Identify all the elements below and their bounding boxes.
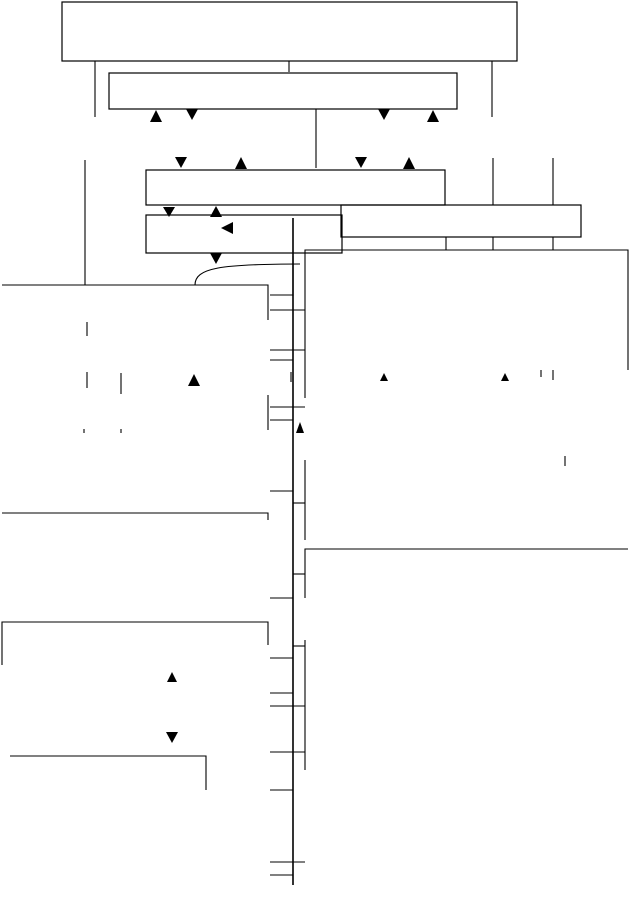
trunk-up-arrow [296, 422, 304, 433]
second-box-down-arrow-2 [378, 109, 390, 120]
middle-box [145, 169, 446, 206]
trunk-arrows [270, 294, 305, 876]
middle-box-down-arrow-1 [175, 157, 187, 168]
second-box-down-arrow-1 [186, 109, 198, 120]
small-box-up-arrow [210, 206, 222, 217]
small-left-box [145, 214, 343, 254]
left-lower-small-box [10, 755, 207, 790]
right-lower-panel [304, 548, 628, 598]
left-panel-up-arrow [188, 374, 200, 386]
right-small-box [340, 204, 582, 238]
middle-box-up-arrow-1 [235, 157, 247, 169]
second-box [108, 72, 458, 110]
left-upper-panel-bottom [2, 512, 269, 520]
middle-box-up-arrow-2 [403, 157, 415, 169]
left-lower-down-arrow [166, 732, 178, 743]
left-lower-up-arrow [167, 672, 177, 682]
top-box [61, 1, 518, 62]
middle-box-down-arrow-2 [355, 157, 367, 168]
curved-connector [194, 263, 301, 286]
small-box-down-arrow [163, 207, 175, 217]
second-box-up-arrow-1 [150, 110, 162, 122]
right-panel-up-arrow-1 [380, 373, 388, 381]
right-panel-up-arrow-2 [501, 373, 509, 381]
right-upper-panel [304, 249, 629, 398]
left-upper-panel [2, 284, 269, 320]
second-box-up-arrow-2 [427, 110, 439, 122]
small-box-down-arrow-2 [210, 253, 222, 264]
left-lower-panel [1, 621, 269, 665]
small-box-left-arrow [221, 222, 233, 234]
